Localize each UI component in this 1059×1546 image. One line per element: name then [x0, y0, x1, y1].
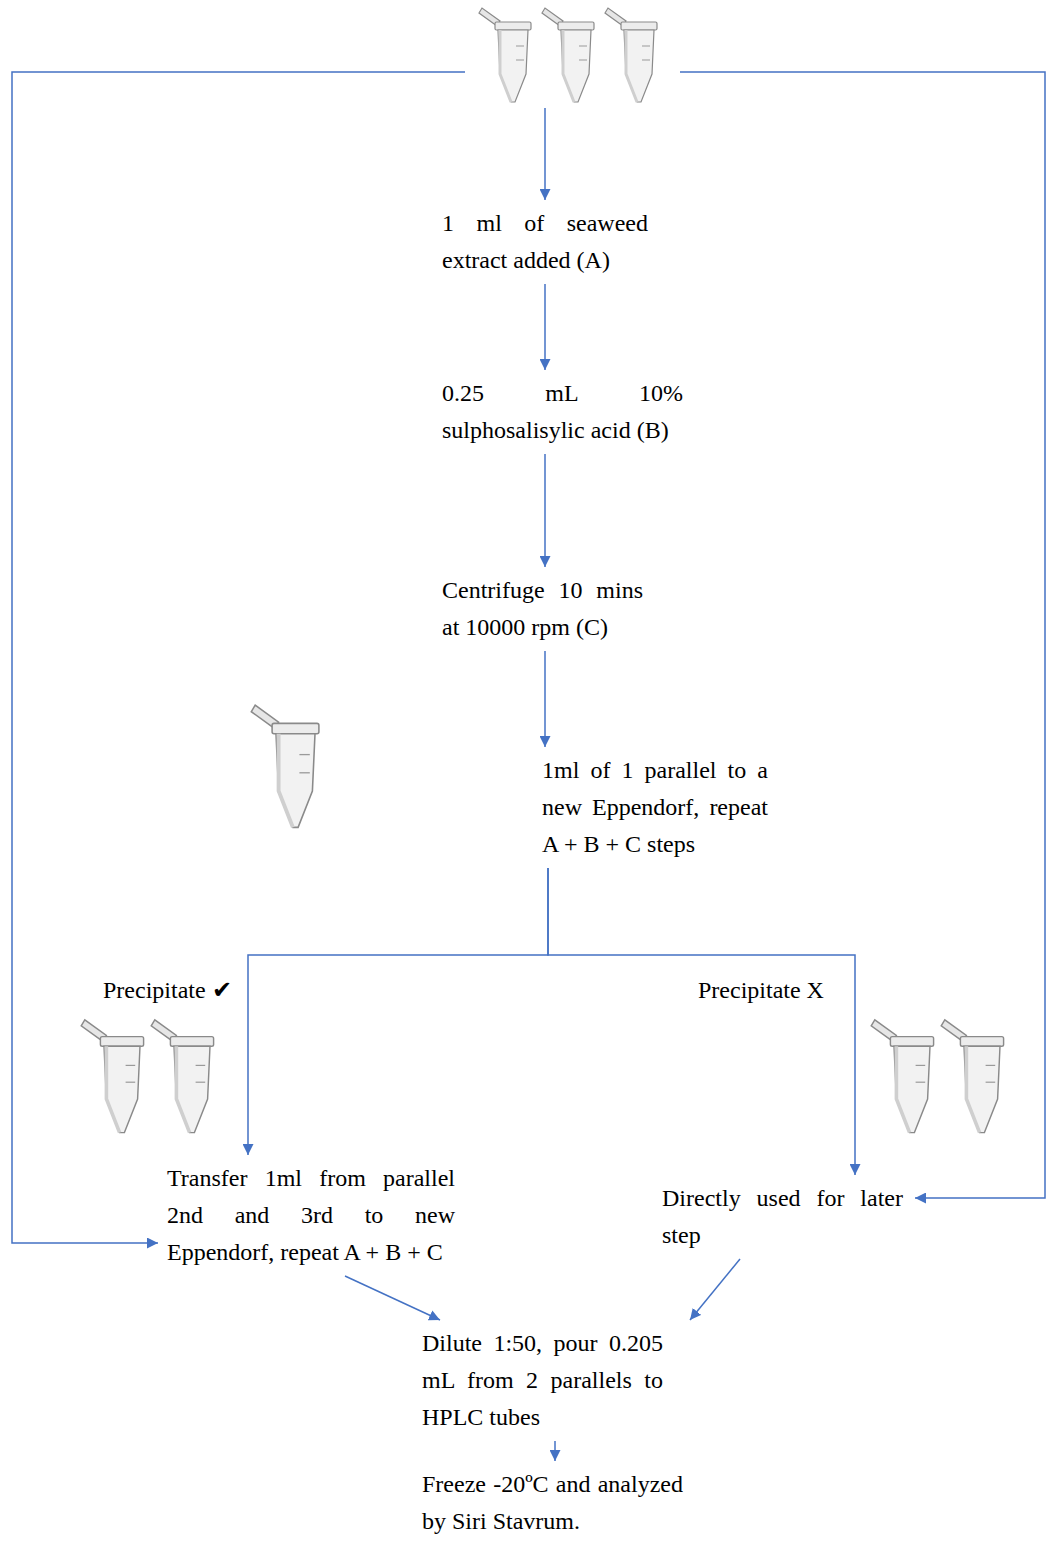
step-text: Dilute 1:50, pour 0.205 mL from 2 parall… — [420, 1325, 665, 1436]
eppendorf-tube — [542, 8, 594, 102]
step-text: 1 ml of seaweed extract added (A) — [440, 205, 650, 279]
eppendorf-tube — [479, 8, 531, 102]
eppendorf-tube — [151, 1020, 213, 1133]
eppendorf-tube — [605, 8, 657, 102]
step-text: 1ml of 1 parallel to a new Eppendorf, re… — [540, 752, 770, 863]
step-label: 0.25 mL 10% sulphosalisylic acid (B) — [442, 375, 683, 449]
step-label: Freeze -20ºC and analyzed by Siri Stavru… — [422, 1466, 683, 1540]
flow-arrow — [544, 454, 546, 567]
step-label: Dilute 1:50, pour 0.205 mL from 2 parall… — [422, 1325, 663, 1436]
branch-label: Precipitate X — [695, 972, 827, 1009]
step-text: Freeze -20ºC and analyzed by Siri Stavru… — [420, 1466, 685, 1540]
eppendorf-tube — [941, 1020, 1003, 1133]
step-label: Centrifuge 10 mins at 10000 rpm (C) — [442, 572, 643, 646]
flow-arrow — [554, 1441, 556, 1461]
branch-label: Precipitate ✔ — [100, 972, 235, 1009]
step-text: Directly used for later step — [660, 1180, 905, 1254]
flow-arrow — [690, 1259, 740, 1320]
step-label: 1 ml of seaweed extract added (A) — [442, 205, 648, 279]
bypass-line — [12, 72, 465, 1243]
bypass-line — [680, 72, 1045, 1198]
step-text: 0.25 mL 10% sulphosalisylic acid (B) — [440, 375, 685, 449]
flow-arrow — [544, 651, 546, 747]
flow-arrow — [548, 868, 855, 1175]
eppendorf-tube — [871, 1020, 933, 1133]
step-label: 1ml of 1 parallel to a new Eppendorf, re… — [542, 752, 768, 863]
eppendorf-tube — [251, 705, 319, 827]
step-text: Transfer 1ml from parallel 2nd and 3rd t… — [165, 1160, 457, 1271]
eppendorf-tube — [81, 1020, 143, 1133]
step-label: Directly used for later step — [662, 1180, 903, 1254]
flow-arrow — [544, 284, 546, 370]
step-text: Centrifuge 10 mins at 10000 rpm (C) — [440, 572, 645, 646]
flow-arrow — [345, 1276, 440, 1320]
step-label: Transfer 1ml from parallel 2nd and 3rd t… — [167, 1160, 455, 1271]
flow-arrow — [248, 868, 548, 1155]
start-arrow — [544, 108, 546, 200]
